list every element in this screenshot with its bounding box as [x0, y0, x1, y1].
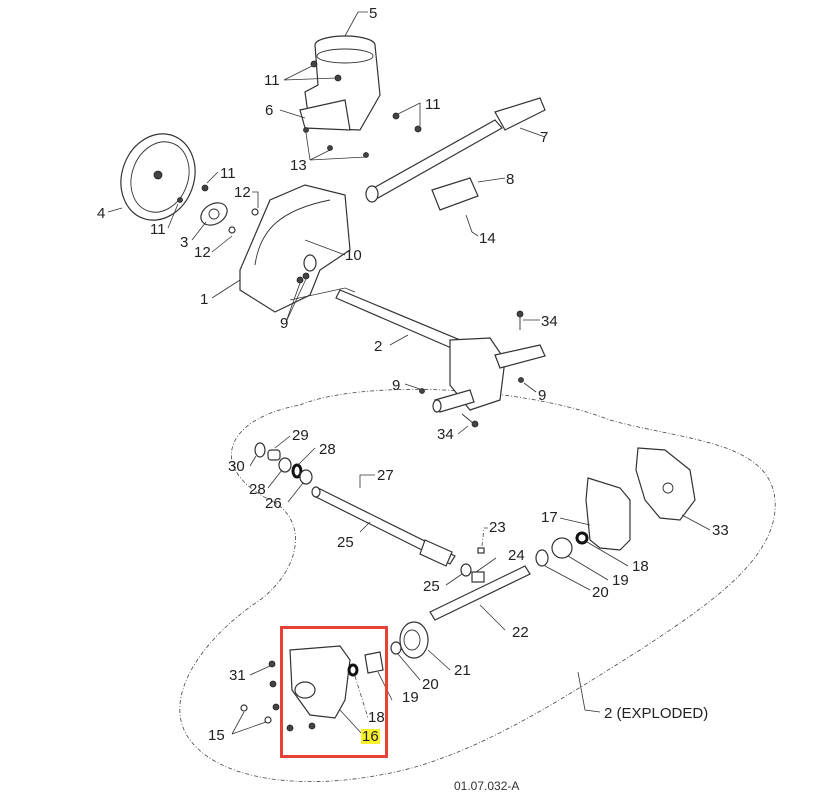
callout-10[interactable]: 10 — [345, 247, 362, 264]
callout-31[interactable]: 30 — [228, 458, 245, 475]
exploded-boundary — [179, 389, 776, 782]
callout-33[interactable]: 33 — [712, 522, 729, 539]
part-7-crank[interactable] — [365, 97, 546, 203]
callout-3[interactable]: 3 — [180, 234, 189, 251]
callout-4[interactable]: 4 — [97, 205, 106, 222]
callout-28[interactable]: 26 — [265, 495, 282, 512]
callout-17[interactable]: 17 — [541, 509, 558, 526]
part-16-gearbox-housing[interactable] — [289, 645, 363, 735]
part-26-worm-shaft[interactable] — [311, 486, 456, 567]
callout-1[interactable]: 1 — [200, 291, 209, 308]
callout-20[interactable]: 20 — [422, 676, 439, 693]
callout-14[interactable]: 14 — [479, 230, 496, 247]
callout-29[interactable]: 28 — [319, 441, 336, 458]
part-6-bracket[interactable] — [279, 99, 351, 131]
part-17-gasket[interactable] — [559, 477, 631, 551]
callout-18[interactable]: 18 — [632, 558, 649, 575]
callout-19[interactable]: 19 — [402, 689, 419, 706]
callout-28[interactable]: 28 — [249, 481, 266, 498]
callout-11[interactable]: 11 — [264, 72, 280, 89]
callout-9[interactable]: 9 — [280, 315, 289, 332]
callout-32[interactable]: 31 — [229, 667, 246, 684]
part-1-auger-housing[interactable] — [211, 184, 351, 313]
callout-9[interactable]: 9 — [392, 377, 401, 394]
callout-9[interactable]: 9 — [538, 387, 547, 404]
callout-25[interactable]: 25 — [423, 578, 440, 595]
callout-15[interactable]: 15 — [208, 727, 225, 744]
callout-30[interactable]: 29 — [292, 427, 309, 444]
callout-6[interactable]: 6 — [265, 102, 274, 119]
callout-11[interactable]: 11 — [220, 165, 236, 182]
callout-27[interactable]: 27 — [377, 467, 394, 484]
part-8-bracket[interactable] — [431, 177, 506, 211]
exploded-label: 2 (EXPLODED) — [604, 705, 709, 722]
callout-23[interactable]: 23 — [489, 519, 506, 536]
callout-12[interactable]: 12 — [234, 184, 251, 201]
callout-2[interactable]: 2 — [374, 338, 383, 355]
part-33-gearbox-cover[interactable] — [635, 447, 711, 531]
selection-box — [280, 626, 388, 758]
part-3-bearing-flange[interactable] — [191, 198, 231, 241]
callout-8[interactable]: 8 — [506, 171, 515, 188]
part-2-gearbox-assembly[interactable] — [335, 289, 546, 413]
part-21-gear[interactable] — [399, 621, 451, 671]
callout-11[interactable]: 11 — [425, 96, 441, 113]
callout-26[interactable]: 25 — [337, 534, 354, 551]
callout-7[interactable]: 7 — [540, 129, 549, 146]
callout-18[interactable]: 18 — [368, 709, 385, 726]
callout-21[interactable]: 21 — [454, 662, 471, 679]
callout-34[interactable]: 34 — [437, 426, 454, 443]
callout-5[interactable]: 5 — [369, 5, 378, 22]
callout-13[interactable]: 13 — [290, 157, 307, 174]
part-22-shaft[interactable] — [429, 565, 531, 631]
callout-24[interactable]: 24 — [508, 547, 525, 564]
callout-19[interactable]: 19 — [612, 572, 629, 589]
callout-16-highlighted[interactable]: 16 — [361, 728, 380, 745]
callout-11[interactable]: 11 — [150, 221, 166, 238]
callout-20[interactable]: 20 — [592, 584, 609, 601]
callout-12[interactable]: 12 — [194, 244, 211, 261]
callout-34[interactable]: 34 — [541, 313, 558, 330]
callout-22[interactable]: 22 — [512, 624, 529, 641]
diagram-code: 01.07.032-A — [454, 779, 520, 793]
part-4-pulley[interactable] — [107, 123, 207, 230]
